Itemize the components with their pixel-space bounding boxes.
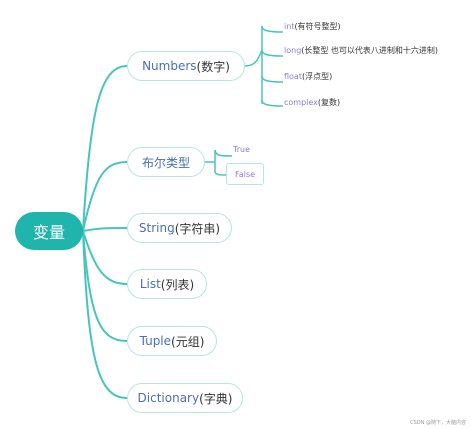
branch-tuple-cn: (元组) — [171, 334, 205, 349]
root-node[interactable]: 变量 — [15, 212, 83, 250]
branch-dictionary[interactable]: Dictionary (字典) — [127, 383, 243, 413]
branch-numbers-cn: (数字) — [196, 59, 230, 74]
number-type-int-en: int — [284, 22, 295, 31]
bool-true[interactable]: True — [233, 145, 250, 154]
number-type-complex[interactable]: complex(复数) — [284, 98, 340, 108]
branch-numbers[interactable]: Numbers (数字) — [127, 51, 245, 81]
branch-dictionary-en: Dictionary — [137, 391, 200, 405]
watermark: CSDN @随下，大脑内容 — [410, 420, 466, 426]
branch-list-en: List — [139, 277, 161, 291]
branch-list[interactable]: List (列表) — [127, 269, 207, 299]
link-dictionary — [82, 230, 128, 399]
root-label: 变量 — [32, 223, 65, 242]
branch-bool-cn: 布尔类型 — [141, 155, 190, 170]
branch-numbers-en: Numbers — [142, 59, 197, 73]
number-type-int-cn: (有符号整型) — [294, 22, 341, 31]
branch-list-cn: (列表) — [160, 277, 195, 292]
branch-tuple[interactable]: Tuple (元组) — [127, 326, 217, 356]
branch-string[interactable]: String (字符串) — [127, 213, 232, 243]
link-bool — [82, 161, 128, 232]
branch-tuple-en: Tuple — [139, 334, 172, 348]
branch-string-cn: (字符串) — [174, 221, 221, 236]
link-numbers — [82, 65, 128, 232]
number-type-float-en: float — [284, 72, 302, 81]
number-type-complex-cn: (复数) — [317, 98, 341, 107]
number-type-float[interactable]: float(浮点型) — [284, 72, 332, 82]
branch-dictionary-cn: (字典) — [199, 391, 233, 406]
number-type-long-en: long — [284, 46, 302, 55]
link-list — [82, 230, 128, 285]
branch-bool[interactable]: 布尔类型 — [127, 147, 205, 177]
bool-false[interactable]: False — [226, 163, 264, 185]
number-type-float-cn: (浮点型) — [301, 72, 333, 81]
branch-string-en: String — [138, 221, 175, 235]
number-type-complex-en: complex — [284, 98, 318, 107]
number-type-int[interactable]: int(有符号整型) — [284, 22, 341, 32]
number-type-long-cn: (长整型 也可以代表八进制和十六进制) — [301, 46, 439, 55]
link-tuple — [82, 230, 128, 342]
number-type-long[interactable]: long(长整型 也可以代表八进制和十六进制) — [284, 46, 438, 56]
link-numbers-sub — [244, 49, 263, 67]
bool-false-label: False — [234, 169, 256, 179]
link-string — [82, 227, 128, 232]
